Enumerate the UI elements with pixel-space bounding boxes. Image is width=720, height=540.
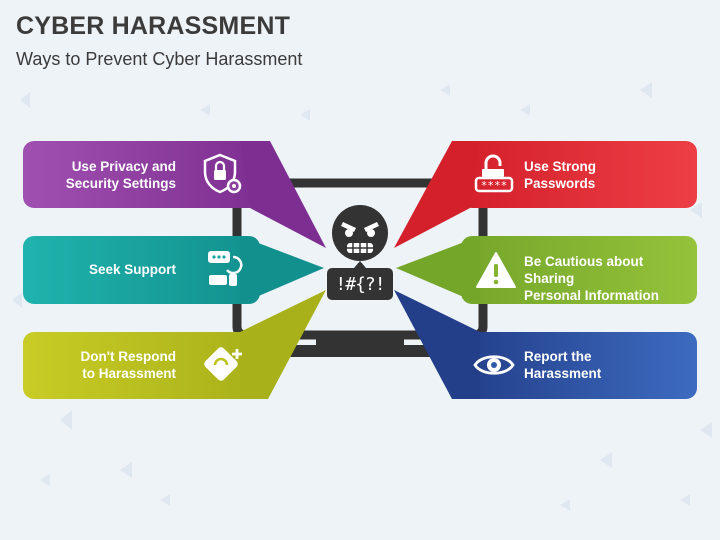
item-passwords-line1: Use Strong [524, 159, 597, 174]
warning-icon [476, 252, 516, 288]
eye-icon [473, 355, 515, 375]
item-respond-shape [23, 290, 326, 399]
item-cautious-line2: Personal Information [524, 288, 660, 303]
padlock-password-icon: **** [474, 154, 514, 193]
item-cautious-shape [396, 236, 697, 304]
item-respond-line1: Don't Respond [80, 349, 176, 364]
angry-face-icon [332, 205, 388, 261]
item-privacy-line2: Security Settings [65, 176, 176, 191]
item-cautious-line1: Be Cautious about Sharing [524, 254, 644, 286]
item-report-shape [394, 290, 697, 399]
page-subtitle: Ways to Prevent Cyber Harassment [16, 49, 303, 69]
item-passwords-shape [394, 141, 697, 248]
chat-support-icon [208, 251, 243, 286]
item-privacy-shape [23, 141, 326, 248]
item-privacy-label: Use Privacy and Security Settings [40, 158, 176, 192]
item-support-shape [23, 236, 324, 304]
harassment-symbols: !#{?! [335, 274, 385, 295]
item-report-line1: Report the [524, 349, 592, 364]
item-passwords-label: Use Strong Passwords [524, 158, 694, 192]
item-report-line2: Harassment [524, 366, 602, 381]
svg-text:****: **** [481, 179, 508, 192]
item-passwords-line2: Passwords [524, 176, 596, 191]
item-respond-line2: to Harassment [82, 366, 176, 381]
symbol-bubble [327, 261, 393, 300]
item-respond-label: Don't Respond to Harassment [40, 348, 176, 382]
shield-lock-gear-icon [203, 153, 242, 194]
item-cautious-label: Be Cautious about Sharing Personal Infor… [524, 253, 694, 304]
page-title: CYBER HARASSMENT [16, 12, 291, 40]
item-support-label: Seek Support [88, 262, 176, 277]
item-privacy-line1: Use Privacy and [71, 159, 176, 174]
item-report-label: Report the Harassment [524, 348, 694, 382]
ignore-message-icon [204, 347, 242, 381]
